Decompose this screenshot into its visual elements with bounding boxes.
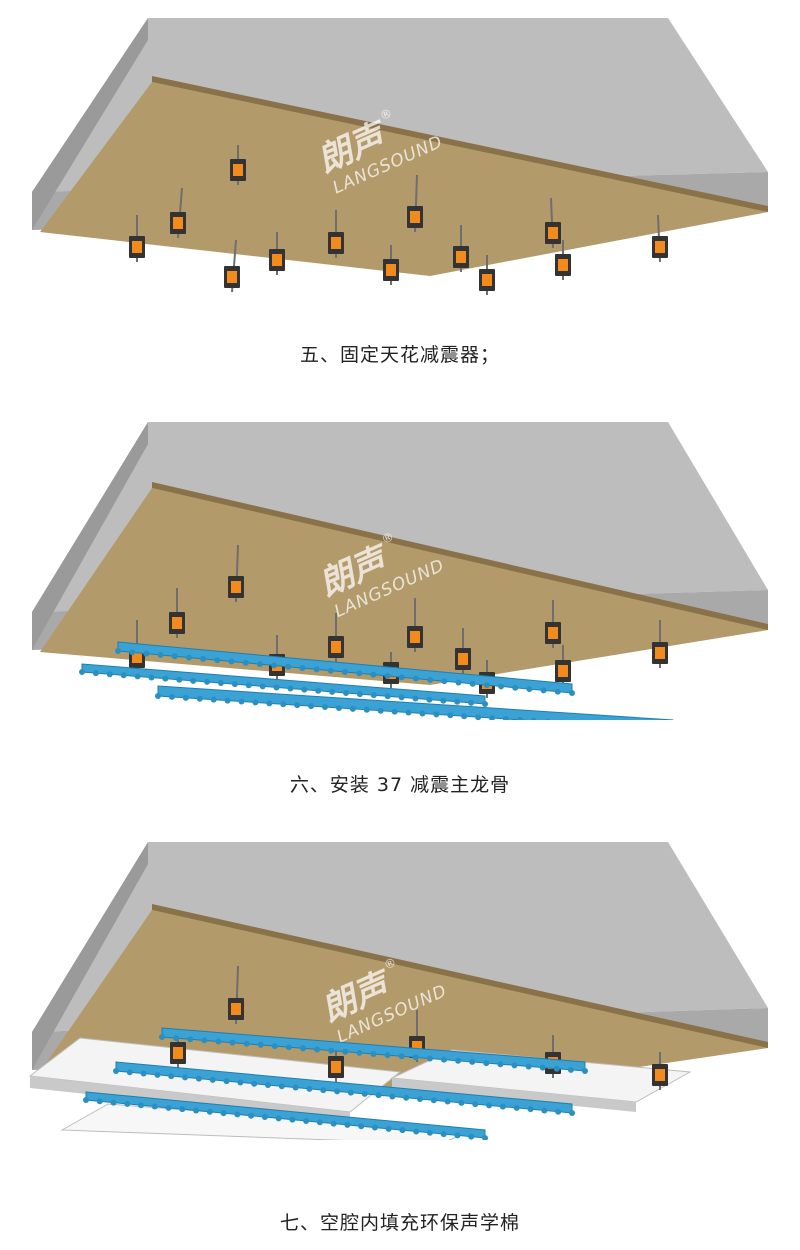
damper-rubber: [132, 241, 142, 253]
ceiling-damper: [555, 645, 571, 686]
damper-rubber: [331, 237, 341, 249]
ceiling-slab-illustration: 朗声 ® LANGSOUND: [28, 842, 768, 1140]
main-keel-37: [79, 663, 488, 707]
ceiling-damper: [129, 215, 145, 262]
damper-rubber: [548, 227, 558, 239]
ceiling-damper: [545, 600, 561, 648]
ceiling-damper: [269, 232, 285, 275]
damper-rubber: [410, 211, 420, 223]
main-keel-37: [83, 1091, 488, 1140]
insulation-board-edge: [152, 76, 768, 212]
step-5-diagram: 朗声 ® LANGSOUND: [0, 0, 800, 300]
insulation-board-edge: [152, 482, 768, 630]
damper-rubber: [233, 164, 243, 176]
ceiling-slab-illustration: 朗声 ® LANGSOUND: [32, 18, 768, 295]
damper-rubber: [458, 653, 468, 665]
main-keel-37: [113, 1061, 575, 1116]
insulation-board-edge: [152, 904, 768, 1048]
ceiling-damper: [652, 214, 668, 263]
damper-rubber: [558, 259, 568, 271]
damper-rubber: [410, 631, 420, 643]
ceiling-damper: [652, 1052, 668, 1090]
ceiling-slab-illustration: 朗声 ® LANGSOUND: [32, 422, 768, 720]
step-6-caption: 六、安装 37 减震主龙骨: [289, 774, 511, 796]
slab-left-edge: [32, 842, 148, 1070]
damper-rubber: [231, 1003, 241, 1015]
ceiling-damper: [228, 544, 244, 603]
ceiling-damper: [479, 255, 495, 295]
damper-rubber: [331, 1061, 341, 1073]
damper-rubber: [655, 647, 665, 659]
main-keel-37: [155, 685, 674, 720]
watermark-registered: ®: [379, 529, 396, 547]
damper-rubber: [548, 627, 558, 639]
main-keel-group: [79, 641, 674, 720]
ceiling-damper: [328, 613, 344, 662]
damper-rubber: [412, 1041, 422, 1053]
ceiling-damper: [169, 588, 185, 638]
ceiling-damper: [230, 145, 246, 185]
step-7-diagram: 朗声 ® LANGSOUND: [0, 840, 800, 1140]
damper-group: [129, 145, 668, 295]
ceiling-damper: [545, 197, 561, 249]
ceiling-damper: [453, 225, 469, 272]
damper-rubber: [558, 665, 568, 677]
main-keel-37: [115, 641, 575, 696]
ceiling-damper: [555, 240, 571, 280]
step-7-caption: 七、空腔内填充环保声学棉: [279, 1212, 520, 1234]
damper-rubber: [655, 1069, 665, 1081]
step-5-caption: 五、固定天花减震器；: [299, 344, 500, 366]
damper-rubber: [173, 217, 183, 229]
damper-rubber: [272, 254, 282, 266]
step-6-diagram: 朗声 ® LANGSOUND: [0, 420, 800, 720]
damper-rubber: [386, 264, 396, 276]
insulation-board: [40, 82, 768, 276]
ceiling-damper: [328, 210, 344, 258]
damper-rubber: [231, 581, 241, 593]
ceiling-damper: [224, 239, 240, 293]
insulation-board: [40, 910, 768, 1098]
watermark-registered: ®: [378, 106, 395, 124]
acoustic-wool-slab-side: [392, 1078, 636, 1112]
ceiling-damper: [652, 620, 668, 668]
main-keel-group: [83, 1027, 588, 1140]
ceiling-damper: [455, 628, 471, 674]
damper-rubber: [655, 241, 665, 253]
damper-rubber: [456, 251, 466, 263]
main-keel-37: [159, 1027, 588, 1074]
ceiling-damper: [228, 965, 244, 1025]
damper-rubber: [172, 617, 182, 629]
damper-rubber: [331, 641, 341, 653]
damper-rubber: [227, 271, 237, 283]
damper-rubber: [132, 651, 142, 663]
insulation-board: [40, 488, 768, 685]
ceiling-damper: [170, 187, 186, 239]
slab-left-edge: [32, 18, 148, 230]
ceiling-damper: [383, 245, 399, 285]
ceiling-damper: [407, 598, 423, 652]
damper-rubber: [482, 274, 492, 286]
damper-rubber: [173, 1047, 183, 1059]
slab-left-edge: [32, 422, 148, 650]
watermark-registered: ®: [382, 955, 399, 973]
ceiling-damper: [407, 174, 423, 233]
